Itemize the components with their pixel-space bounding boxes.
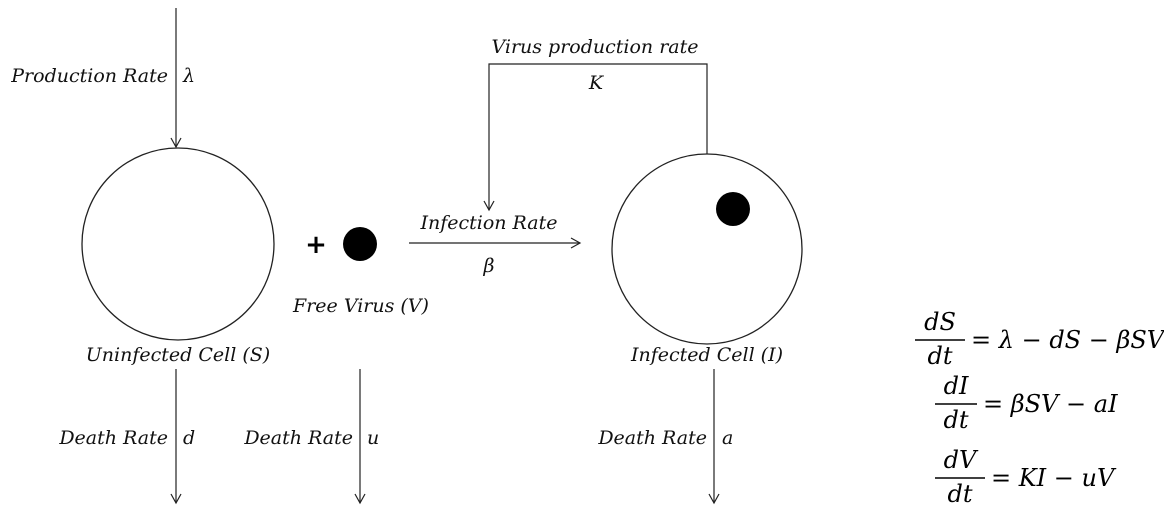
- free-virus-label: Free Virus (V): [292, 295, 429, 317]
- equation-ds-denominator: dt: [927, 342, 952, 370]
- uninfected-cell: [82, 148, 274, 340]
- equation-di-rhs: = βSV − aI: [983, 390, 1118, 418]
- infection-rate-symbol: β: [483, 255, 495, 277]
- death-rate-label-infected: Death Rate: [597, 427, 707, 449]
- production-rate-symbol: λ: [182, 65, 195, 87]
- infected-cell-label: Infected Cell (I): [630, 344, 783, 366]
- production-rate-label: Production Rate: [10, 65, 168, 87]
- virus-production-rate-symbol: K: [588, 72, 605, 94]
- death-rate-symbol-a: a: [722, 427, 733, 449]
- equation-dv-numerator: dV: [944, 446, 979, 474]
- equation-di-numerator: dI: [944, 372, 969, 400]
- plus-sign: +: [305, 230, 327, 260]
- infection-rate-label: Infection Rate: [419, 212, 557, 234]
- equation-di-denominator: dt: [943, 406, 968, 434]
- death-rate-label-uninfected: Death Rate: [58, 427, 168, 449]
- equation-dv: dV dt = KI − uV: [935, 446, 1117, 508]
- infected-cell: [612, 154, 802, 344]
- death-rate-symbol-d: d: [183, 427, 195, 449]
- uninfected-cell-label: Uninfected Cell (S): [86, 344, 270, 366]
- equation-ds-rhs: = λ − dS − βSV: [971, 326, 1164, 354]
- free-virus-particle: [343, 227, 377, 261]
- virus-production-rate-label: Virus production rate: [491, 36, 698, 58]
- equation-dv-rhs: = KI − uV: [991, 464, 1117, 492]
- equation-ds: dS dt = λ − dS − βSV: [915, 308, 1164, 370]
- equation-ds-numerator: dS: [924, 308, 956, 336]
- equation-dv-denominator: dt: [947, 480, 972, 508]
- internal-virus-particle: [716, 192, 750, 226]
- equation-di: dI dt = βSV − aI: [935, 372, 1118, 434]
- death-rate-label-free-virus: Death Rate: [243, 427, 353, 449]
- death-rate-symbol-u: u: [367, 427, 379, 449]
